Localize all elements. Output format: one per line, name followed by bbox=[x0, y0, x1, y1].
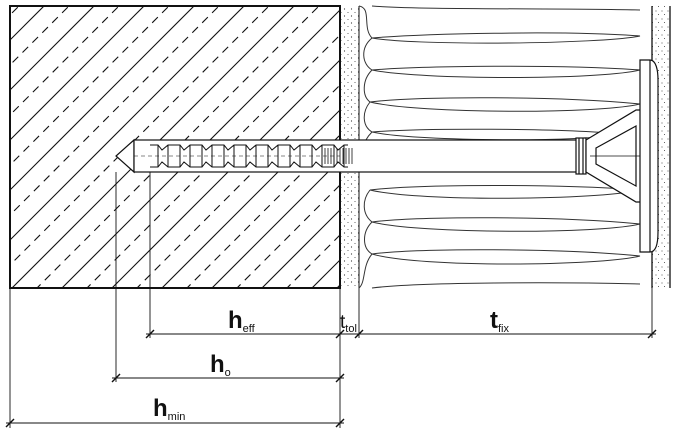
hatch-line bbox=[10, 6, 245, 241]
hatch-line bbox=[10, 6, 120, 116]
hatch-line bbox=[36, 6, 320, 288]
label-h-eff: heff bbox=[228, 307, 256, 335]
hatch-line bbox=[0, 0, 10, 300]
insulation-anchor bbox=[115, 59, 659, 253]
hatch-line bbox=[10, 6, 95, 91]
hatch-line bbox=[186, 134, 340, 288]
hatch-line bbox=[10, 6, 270, 266]
label-t-fix: tfix bbox=[490, 307, 510, 335]
hatch-line bbox=[261, 209, 340, 288]
label-h-o: ho bbox=[210, 351, 231, 379]
hatch-line bbox=[10, 6, 170, 166]
dimension-lines bbox=[5, 172, 657, 428]
hatch-line bbox=[10, 6, 70, 66]
hatch-line bbox=[136, 84, 340, 288]
label-t-tol: ttol bbox=[340, 312, 357, 335]
hatch-line bbox=[10, 6, 220, 216]
hatch-line bbox=[10, 6, 195, 191]
hatch-line bbox=[86, 34, 340, 288]
hatch-line bbox=[211, 159, 340, 288]
hatch-line bbox=[286, 234, 340, 288]
hatch-line bbox=[10, 6, 145, 141]
hatch-dashed bbox=[10, 6, 340, 288]
label-h-min: hmin bbox=[153, 395, 185, 423]
hatch-line bbox=[236, 184, 340, 288]
